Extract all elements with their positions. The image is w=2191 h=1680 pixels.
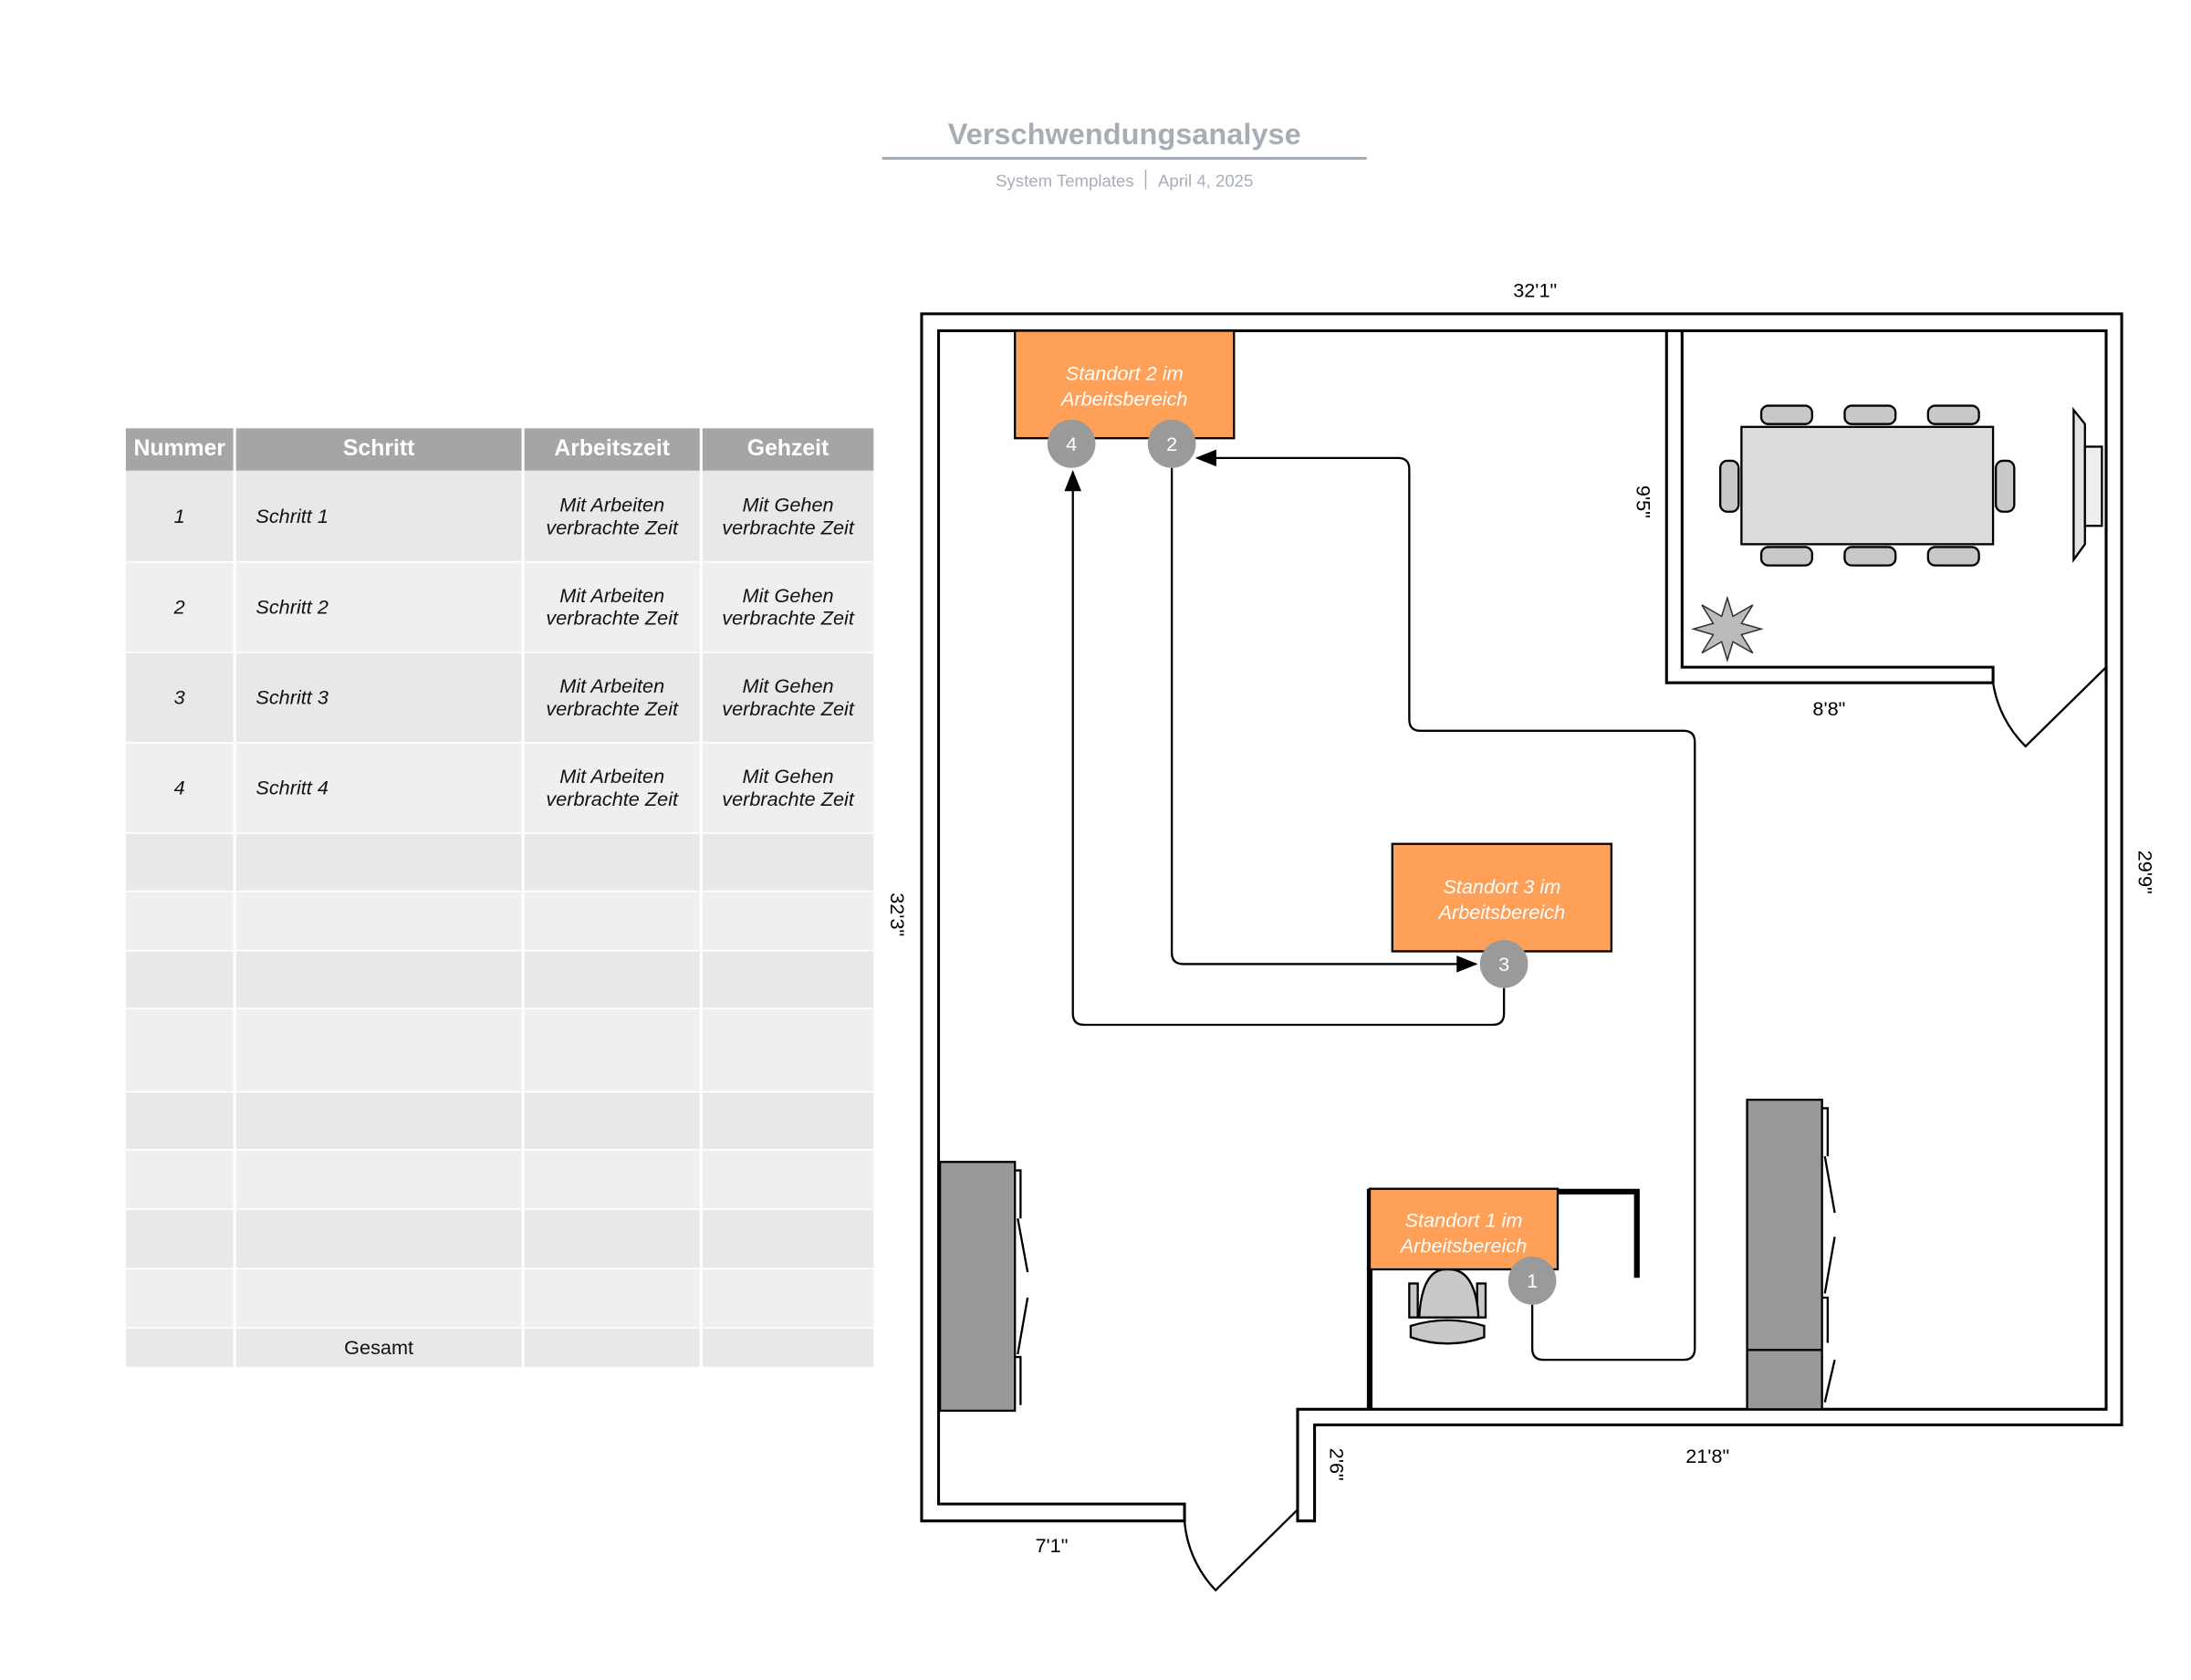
total-row: Gesamt — [125, 1327, 877, 1368]
table-row: 2 Schritt 2 Mit Arbeiten verbrachte Zeit… — [125, 560, 877, 652]
cell-step: Schritt 2 — [235, 560, 525, 652]
dimensions: 32'1" 9'5" 8'8" 29'9" 32'3" 2'6" 21'8" 7… — [886, 278, 2157, 1557]
doors — [1183, 666, 2107, 1592]
location-label: Standort 2 im — [1066, 362, 1184, 385]
cell-step: Schritt 3 — [235, 652, 525, 743]
dim-bottom-right: 21'8" — [1685, 1445, 1729, 1467]
cell-number: 3 — [125, 652, 236, 743]
step-marker-label: 1 — [1527, 1269, 1538, 1292]
table-row-empty — [125, 890, 877, 951]
total-label: Gesamt — [235, 1327, 525, 1368]
dim-door: 2'6" — [1326, 1448, 1349, 1481]
walking-paths — [1064, 449, 1696, 1362]
step-marker-label: 2 — [1166, 433, 1177, 455]
walls — [920, 312, 2123, 1523]
dim-meeting-height: 9'5" — [1633, 485, 1655, 518]
table-row-empty — [125, 1268, 877, 1329]
location-label: Standort 3 im — [1443, 875, 1560, 898]
dim-bottom-left: 7'1" — [1035, 1534, 1068, 1557]
location-box — [1014, 329, 1236, 440]
cell-walk-time: Mit Gehen verbrachte Zeit — [701, 742, 877, 834]
cell-walk-time: Mit Gehen verbrachte Zeit — [701, 560, 877, 652]
chairs — [1718, 404, 2016, 567]
office-chair-icon — [1408, 1268, 1487, 1345]
table-row-empty — [125, 1149, 877, 1210]
location-label: Arbeitsbereich — [1059, 388, 1188, 411]
page-title: Verschwendungsanalyse — [947, 119, 1301, 151]
plant-icon — [1690, 595, 1764, 663]
location-box — [1368, 1187, 1560, 1271]
location-label: Standort 1 im — [1405, 1209, 1523, 1232]
cell-step: Schritt 4 — [235, 742, 525, 834]
dim-left: 32'3" — [886, 892, 909, 936]
meeting-table — [1718, 404, 2103, 567]
table-row-empty — [125, 832, 877, 892]
dim-right: 29'9" — [2134, 850, 2157, 894]
cell-work-time: Mit Arbeiten verbrachte Zeit — [523, 560, 703, 652]
cell-work-time: Mit Arbeiten verbrachte Zeit — [523, 742, 703, 834]
table-row-empty — [125, 1208, 877, 1269]
col-gehzeit: Gehzeit — [701, 428, 877, 471]
table-row-empty — [125, 1090, 877, 1151]
step-marker-label: 3 — [1498, 953, 1509, 976]
author: System Templates — [996, 171, 1134, 192]
table-row: 1 Schritt 1 Mit Arbeiten verbrachte Zeit… — [125, 470, 877, 562]
step-marker — [1047, 420, 1096, 468]
dim-meeting-width: 8'8" — [1812, 697, 1845, 720]
waste-table: Nummer Schritt Arbeitszeit Gehzeit 1 Sch… — [125, 428, 877, 1368]
table-row-empty — [125, 1007, 877, 1092]
cell-work-time: Mit Arbeiten verbrachte Zeit — [523, 470, 703, 562]
table-row: 4 Schritt 4 Mit Arbeiten verbrachte Zeit… — [125, 742, 877, 834]
step-marker — [1508, 1257, 1557, 1305]
desks — [938, 1098, 1836, 1413]
location-2: Standort 3 im Arbeitsbereich — [1391, 842, 1613, 953]
table-row-empty — [125, 949, 877, 1009]
step-marker — [1147, 420, 1196, 468]
col-nummer: Nummer — [125, 428, 236, 471]
step-marker — [1479, 940, 1528, 988]
cell-step: Schritt 1 — [235, 470, 525, 562]
date: April 4, 2025 — [1157, 171, 1254, 192]
separator — [1145, 169, 1147, 190]
location-label: Arbeitsbereich — [1399, 1234, 1528, 1257]
cell-walk-time: Mit Gehen verbrachte Zeit — [701, 652, 877, 743]
col-schritt: Schritt — [235, 428, 525, 471]
dim-top: 32'1" — [1513, 278, 1557, 301]
cell-work-time: Mit Arbeiten verbrachte Zeit — [523, 652, 703, 743]
col-arbeitszeit: Arbeitszeit — [523, 428, 703, 471]
cell-walk-time: Mit Gehen verbrachte Zeit — [701, 470, 877, 562]
title-underline — [882, 156, 1367, 161]
subtitle: System Templates April 4, 2025 — [882, 169, 1367, 192]
step-marker-label: 4 — [1066, 433, 1077, 455]
cell-number: 4 — [125, 742, 236, 834]
location-label: Arbeitsbereich — [1437, 901, 1566, 923]
location-1: Standort 2 im Arbeitsbereich — [1014, 329, 1236, 440]
table-row: 3 Schritt 3 Mit Arbeiten verbrachte Zeit… — [125, 652, 877, 743]
cell-number: 2 — [125, 560, 236, 652]
location-box — [1391, 842, 1613, 953]
cell-number: 1 — [125, 470, 236, 562]
